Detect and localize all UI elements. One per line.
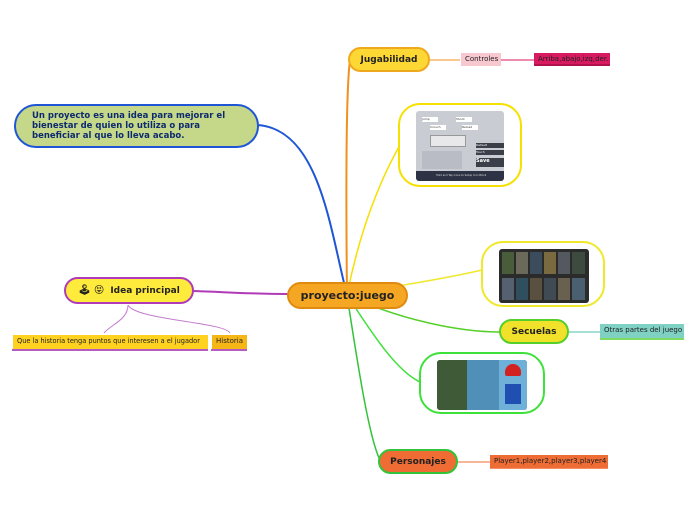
link-controls-image [346,144,401,296]
smiley-icon: 😝 [93,285,105,296]
link-idea [193,290,289,295]
idea-child-historia[interactable]: Historia [212,335,247,349]
players-node[interactable]: Player1,player2,player3,player4 [490,455,608,468]
control-save: Save [476,158,504,167]
idea-child-historia-puntos[interactable]: Que la historia tenga puntos que interes… [13,335,208,349]
touch-area-icon [430,135,466,147]
idea-principal-node[interactable]: 🕹 😝 Idea principal [64,277,194,304]
joystick-icon: 🕹 [78,285,91,296]
games-image-frame[interactable] [481,241,605,307]
personajes-node[interactable]: Personajes [378,449,458,474]
otras-partes-label: Otras partes del juego [604,326,683,334]
definition-text: Un proyecto es una idea para mejorar el … [32,111,226,141]
master-chief-figure [437,360,467,410]
control-button: Crouch [430,125,446,130]
controles-node[interactable]: Controles [461,53,501,66]
link-definition [257,124,348,296]
otras-partes-node[interactable]: Otras partes del juego [600,324,684,338]
link-figure [467,360,499,410]
controls-screenshot: Jump Shoot Crouch Reload Default Touch S… [416,111,504,181]
link-jugabilidad [345,59,351,296]
control-button: Reload [462,125,478,130]
jugabilidad-label: Jugabilidad [360,54,418,65]
idea-child-label: Que la historia tenga puntos que interes… [17,337,200,345]
direcciones-node[interactable]: Arriba,abajo,izq,der. [534,53,610,66]
central-topic[interactable]: proyecto:juego [287,282,408,309]
players-label: Player1,player2,player3,player4 [494,457,607,465]
control-footer: Hold and Tap icons to Setup Icon Block [416,171,504,181]
idea-principal-label: Idea principal [110,285,180,296]
secuelas-node[interactable]: Secuelas [499,319,569,344]
direcciones-label: Arriba,abajo,izq,der. [538,55,609,63]
idea-child-label: Historia [216,337,243,345]
characters-image-frame[interactable] [419,352,545,414]
central-topic-label: proyecto:juego [300,289,395,302]
control-button: Shoot [456,117,472,122]
controles-label: Controles [465,55,499,63]
control-option: Touch [476,150,504,155]
definition-node[interactable]: Un proyecto es una idea para mejorar el … [14,104,259,148]
mario-figure [499,360,527,410]
personajes-label: Personajes [390,456,446,467]
jugabilidad-node[interactable]: Jugabilidad [348,47,430,72]
characters-image [437,360,527,410]
secuelas-label: Secuelas [511,326,557,337]
control-option: Default [476,143,504,148]
game-covers-image [499,249,589,303]
control-panel-icon [422,151,462,169]
control-button: Jump [422,117,438,122]
controls-image-frame[interactable]: Jump Shoot Crouch Reload Default Touch S… [398,103,522,187]
link-personajes [346,294,381,461]
